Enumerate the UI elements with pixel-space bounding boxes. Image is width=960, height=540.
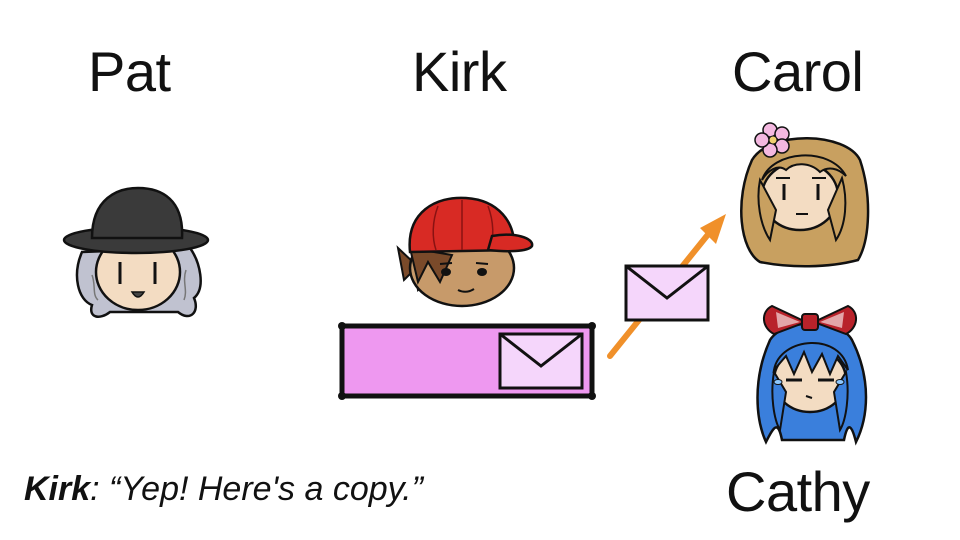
carol-avatar xyxy=(740,122,870,268)
caption-quote: “Yep! Here's a copy.” xyxy=(99,470,423,508)
name-carol: Carol xyxy=(732,40,864,103)
envelope-icon xyxy=(498,332,584,390)
caption-separator: : xyxy=(90,470,100,508)
cathy-avatar xyxy=(756,304,868,446)
ribbon-icon xyxy=(763,304,857,336)
pat-avatar xyxy=(62,186,210,318)
name-cathy: Cathy xyxy=(726,460,870,523)
flower-icon xyxy=(754,122,790,158)
caption-speaker: Kirk xyxy=(24,470,91,508)
envelope-icon xyxy=(624,264,710,322)
pat-hat xyxy=(90,186,184,240)
name-pat: Pat xyxy=(88,40,171,103)
message-queue xyxy=(338,322,596,400)
name-kirk: Kirk xyxy=(412,40,507,103)
caption: Kirk: “Yep! Here's a copy.” xyxy=(24,472,423,506)
kirk-avatar xyxy=(396,196,534,308)
